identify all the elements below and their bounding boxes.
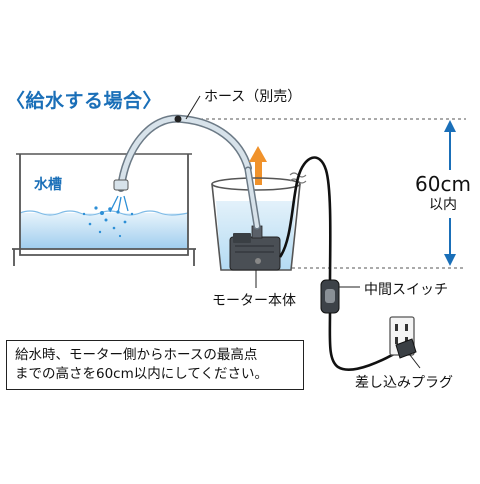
tank-water bbox=[20, 213, 188, 249]
plug-label: 差し込みプラグ bbox=[355, 375, 453, 391]
height-value: 60cm bbox=[415, 172, 471, 196]
intermediate-switch bbox=[320, 279, 360, 314]
power-cord bbox=[278, 156, 405, 371]
hose-top-point bbox=[174, 115, 182, 123]
aquarium-tank bbox=[12, 153, 196, 266]
flow-arrow-icon bbox=[249, 146, 267, 185]
note-line-2: までの高さを60cm以内にしてください。 bbox=[15, 366, 268, 382]
motor-label: モーター本体 bbox=[212, 293, 296, 309]
instruction-note-box: 給水時、モーター側からホースの最高点 までの高さを60cm以内にしてください。 bbox=[6, 340, 304, 390]
height-limit-label: 60cm 以内 bbox=[408, 172, 478, 214]
page-title: 〈給水する場合〉 bbox=[6, 90, 163, 112]
outlet-icon bbox=[389, 316, 421, 369]
pump-motor bbox=[229, 166, 281, 271]
hose bbox=[113, 114, 252, 192]
up-down-arrow-icon bbox=[444, 120, 456, 266]
switch-label: 中間スイッチ bbox=[364, 282, 448, 298]
tank-label: 水槽 bbox=[34, 177, 62, 193]
note-line-1: 給水時、モーター側からホースの最高点 bbox=[15, 347, 258, 363]
hose-label: ホース（別売） bbox=[204, 89, 302, 105]
height-sub: 以内 bbox=[429, 197, 457, 213]
hose-leader-line bbox=[185, 95, 201, 120]
